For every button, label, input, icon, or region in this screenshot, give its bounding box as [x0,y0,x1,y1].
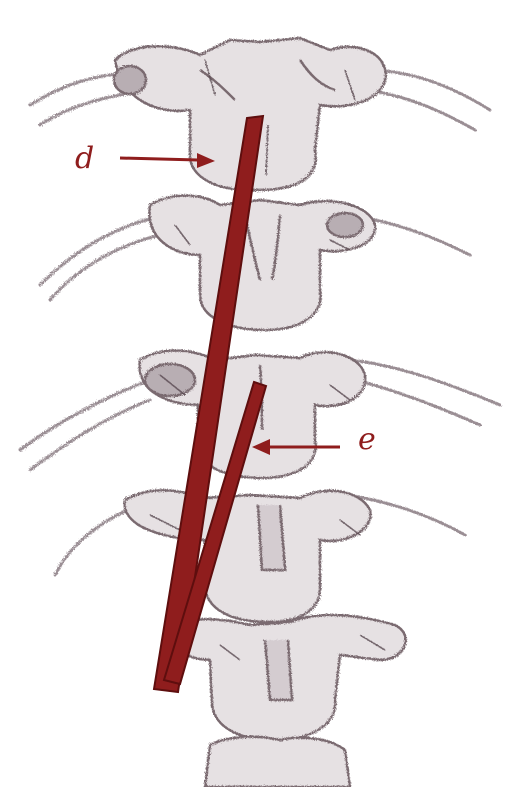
ribs-right [345,70,500,535]
vertebra-6 [205,737,350,787]
label-d: d [75,141,94,176]
arrow-d [120,153,215,168]
vertebra-4 [125,490,371,622]
label-e: e [358,422,376,457]
